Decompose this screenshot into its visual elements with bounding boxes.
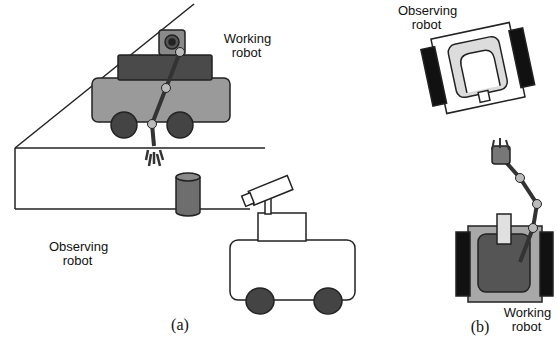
robot-label: Working robot	[216, 32, 278, 60]
robot-label-text: Observing robot	[397, 3, 457, 32]
robot-label-text: Observing robot	[48, 239, 108, 268]
target-cylinder	[176, 173, 200, 216]
working-robot-side	[92, 30, 230, 166]
panel-label-text: (b)	[470, 318, 491, 335]
panel-label: (b)	[462, 318, 498, 336]
panel-label: (a)	[160, 316, 200, 334]
working-robot-top	[456, 138, 553, 302]
robot-label: Observing robot	[36, 240, 120, 268]
panel-label-text: (a)	[170, 316, 190, 333]
robot-label: Working robot	[500, 306, 554, 334]
robot-label-text: Working robot	[223, 31, 271, 60]
observing-robot-side	[230, 176, 355, 314]
robot-label-text: Working robot	[503, 305, 551, 334]
observing-robot-top	[419, 20, 537, 116]
robot-label: Observing robot	[392, 4, 462, 32]
